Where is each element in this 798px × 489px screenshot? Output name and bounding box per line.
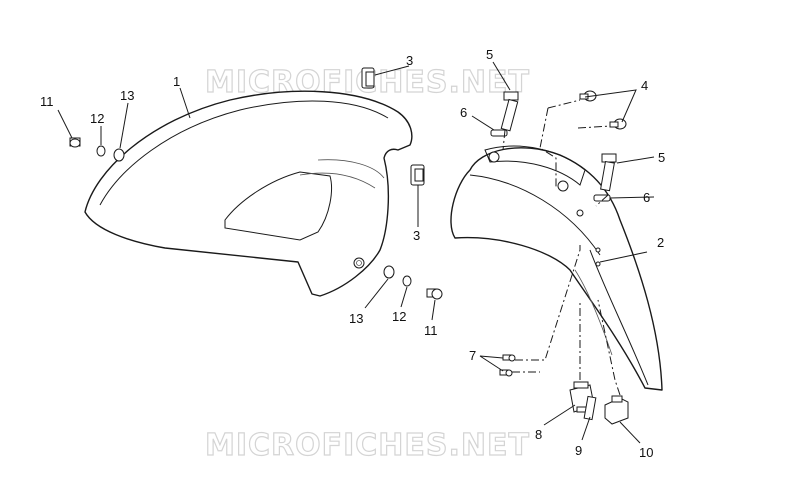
callout-12-left: 12: [90, 111, 104, 126]
callout-8: 8: [535, 427, 542, 442]
callout-7: 7: [469, 348, 476, 363]
callout-4: 4: [641, 78, 648, 93]
callout-9: 9: [575, 443, 582, 458]
screw-11-right: [426, 288, 443, 300]
washer-12-left: [96, 145, 106, 157]
clip-10: [604, 395, 629, 425]
bolt-5-top: [500, 91, 519, 132]
clip-3-top: [361, 67, 375, 89]
callout-3-top: 3: [406, 53, 413, 68]
callout-6-right: 6: [643, 190, 650, 205]
screw-7-pair: [499, 354, 516, 377]
screw-4-lower: [609, 118, 627, 130]
clip-3-side: [410, 164, 425, 186]
screw-11-left: [69, 137, 81, 148]
washer-13-left: [113, 148, 125, 162]
part-1-front-fender: [84, 90, 413, 297]
bolt-5-right: [600, 153, 617, 192]
callout-2: 2: [657, 235, 664, 250]
part-2-inner-fender: [450, 145, 663, 391]
spacer-6-top: [490, 129, 508, 137]
callout-11-right: 11: [424, 323, 438, 338]
callout-5-right: 5: [658, 150, 665, 165]
callout-1: 1: [173, 74, 180, 89]
callout-3-side: 3: [413, 228, 420, 243]
washer-13-right: [383, 265, 395, 279]
callout-10: 10: [639, 445, 653, 460]
washer-12-right: [402, 275, 412, 287]
callout-11-left: 11: [40, 94, 54, 109]
callout-13-left: 13: [120, 88, 134, 103]
callout-5-top: 5: [486, 47, 493, 62]
plate-9: [583, 395, 597, 421]
callout-13-right: 13: [349, 311, 363, 326]
callout-6-top: 6: [460, 105, 467, 120]
watermark-bottom: MICROFICHES.NET: [205, 428, 530, 463]
callout-12-right: 12: [392, 309, 406, 324]
